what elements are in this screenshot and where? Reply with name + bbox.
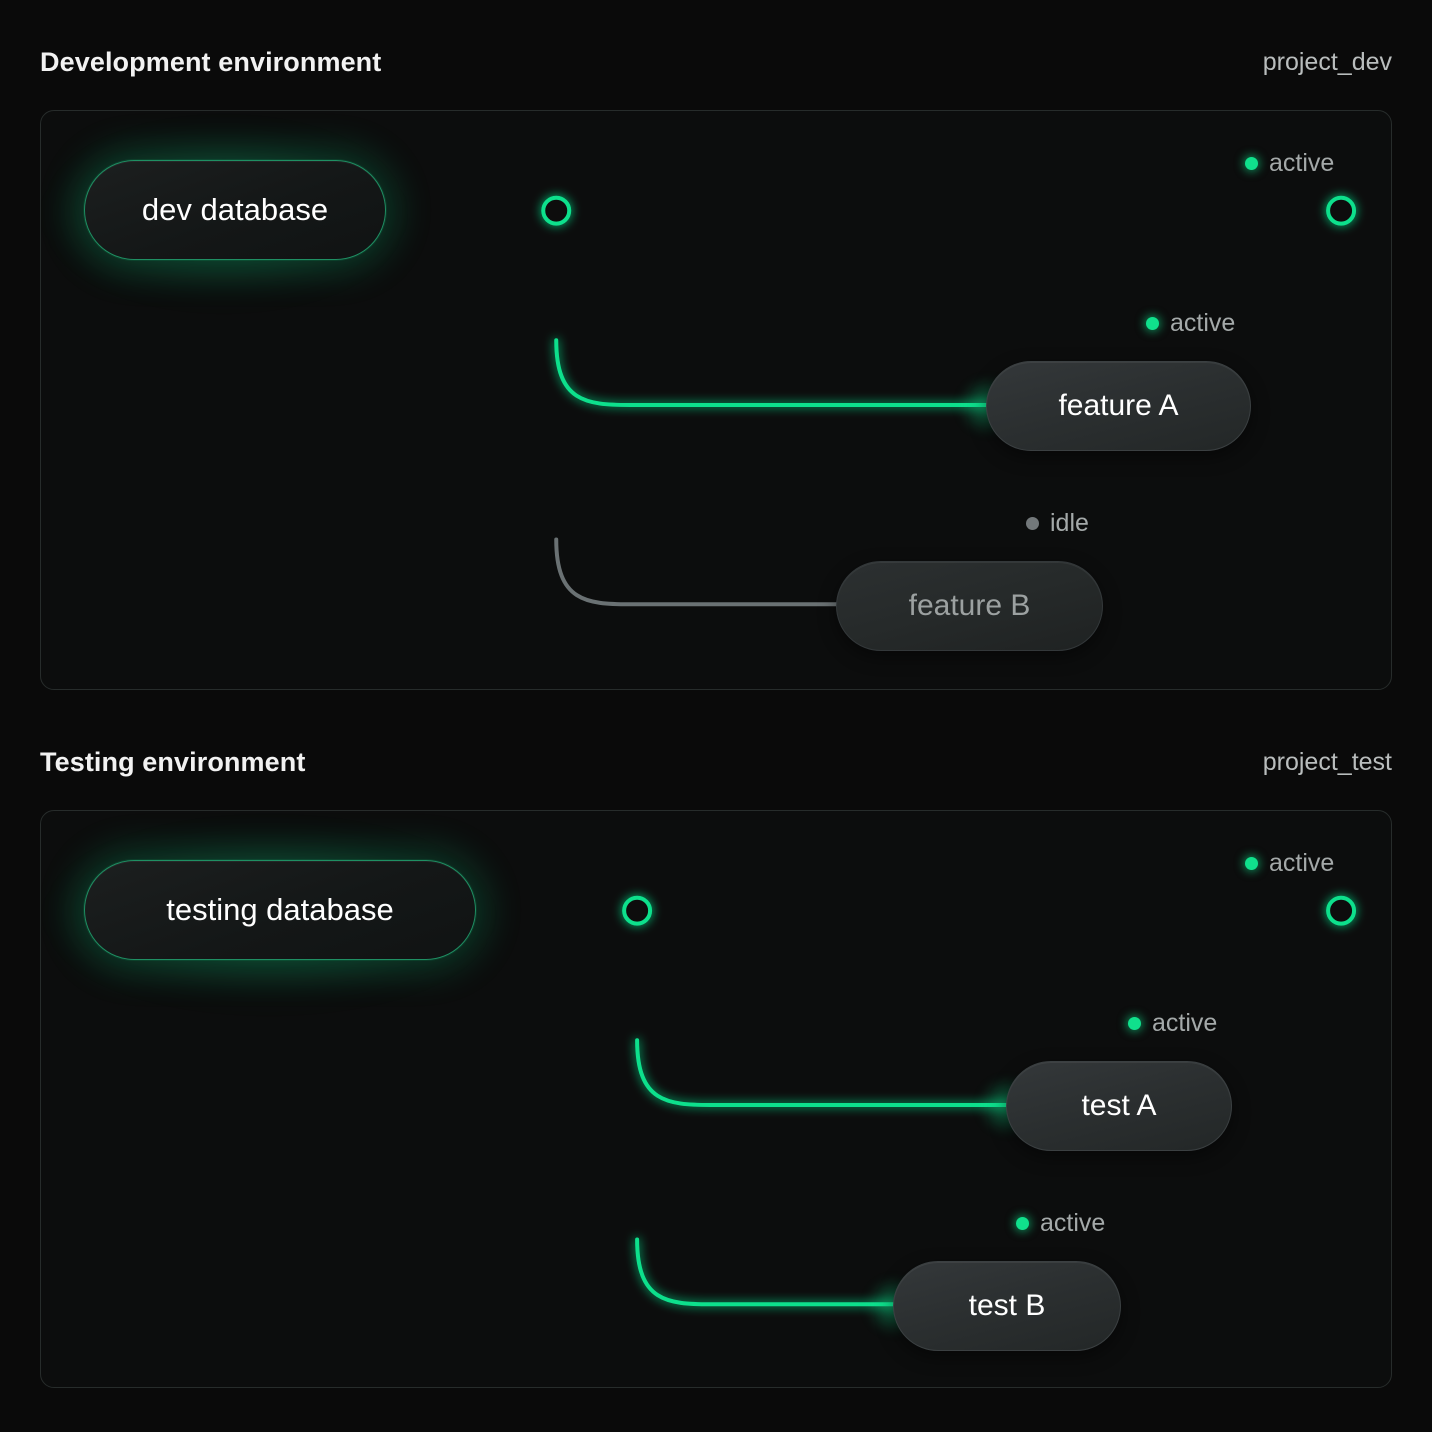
status-dot-icon bbox=[1026, 517, 1039, 530]
junction-node-testing[interactable] bbox=[622, 895, 653, 926]
node-testing-database[interactable]: testing database bbox=[84, 860, 476, 960]
status-label: active bbox=[1269, 849, 1335, 877]
node-label-test-a: test A bbox=[1081, 1089, 1157, 1122]
wire-branch-feature-a bbox=[554, 338, 990, 407]
junction-node-development[interactable] bbox=[541, 195, 572, 226]
status-test-a: active bbox=[1128, 1009, 1217, 1038]
node-test-b[interactable]: test B bbox=[893, 1261, 1121, 1351]
section-header-testing: Testing environment project_test bbox=[40, 740, 1392, 784]
status-label: active bbox=[1040, 1209, 1106, 1237]
status-dot-icon bbox=[1016, 1217, 1029, 1230]
project-name-testing: project_test bbox=[1262, 747, 1392, 776]
status-test-b: active bbox=[1016, 1209, 1105, 1238]
endpoint-node-development[interactable] bbox=[1326, 195, 1357, 226]
section-header-development: Development environment project_dev bbox=[40, 40, 1392, 84]
status-label: active bbox=[1269, 149, 1335, 177]
project-name-development: project_dev bbox=[1262, 47, 1392, 76]
node-label-testing-database: testing database bbox=[166, 892, 394, 927]
node-label-feature-b: feature B bbox=[908, 589, 1031, 622]
status-label: active bbox=[1170, 309, 1236, 337]
node-label-dev-database: dev database bbox=[141, 192, 329, 227]
wire-branch-test-b bbox=[635, 1237, 897, 1307]
wire-branch-test-a bbox=[635, 1038, 1010, 1107]
status-dot-icon bbox=[1128, 1017, 1141, 1030]
node-label-feature-a: feature A bbox=[1058, 389, 1179, 422]
node-dev-database[interactable]: dev database bbox=[84, 160, 386, 260]
status-dot-icon bbox=[1245, 857, 1258, 870]
status-endpoint-development: active bbox=[1245, 149, 1334, 178]
status-dot-icon bbox=[1245, 157, 1258, 170]
status-feature-b: idle bbox=[1026, 509, 1089, 538]
endpoint-node-testing[interactable] bbox=[1326, 895, 1357, 926]
node-feature-a[interactable]: feature A bbox=[986, 361, 1251, 451]
page-title-testing: Testing environment bbox=[40, 746, 306, 777]
node-feature-b[interactable]: feature B bbox=[836, 561, 1103, 651]
node-test-a[interactable]: test A bbox=[1006, 1061, 1232, 1151]
status-label: idle bbox=[1050, 509, 1089, 537]
status-feature-a: active bbox=[1146, 309, 1235, 338]
node-label-test-b: test B bbox=[968, 1289, 1046, 1322]
page-title-development: Development environment bbox=[40, 46, 382, 77]
panel-testing: testing database active active test A ac… bbox=[40, 810, 1392, 1388]
wire-branch-feature-b bbox=[554, 537, 840, 607]
status-label: active bbox=[1152, 1009, 1218, 1037]
panel-development: dev database active active feature A idl… bbox=[40, 110, 1392, 690]
status-endpoint-testing: active bbox=[1245, 849, 1334, 878]
status-dot-icon bbox=[1146, 317, 1159, 330]
